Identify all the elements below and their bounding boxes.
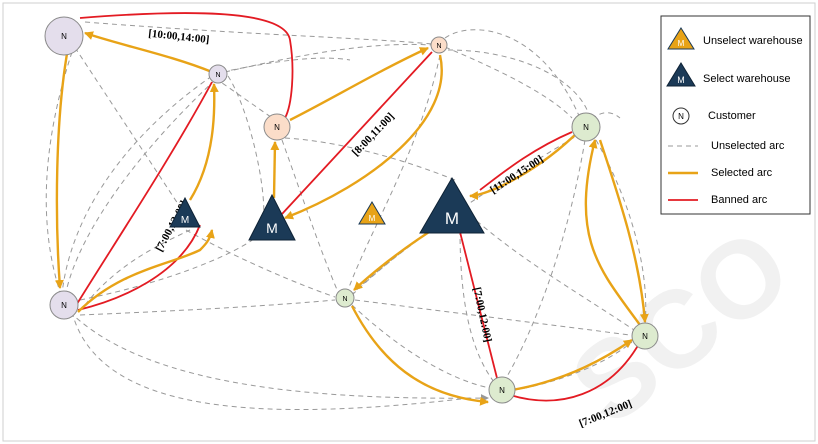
svg-text:M: M (181, 215, 189, 226)
unselected-arc (185, 229, 336, 298)
svg-text:M: M (266, 220, 278, 236)
unselected-arc (84, 229, 191, 306)
unselected-arc (224, 43, 433, 73)
svg-text:M: M (678, 39, 685, 48)
selected-arc (84, 31, 213, 74)
svg-text:N: N (215, 72, 220, 79)
selected-arc (284, 54, 443, 220)
svg-text:N: N (61, 32, 67, 41)
svg-text:N: N (274, 123, 280, 132)
banned-arc (77, 224, 201, 311)
selected-arc (270, 141, 280, 199)
selected-arc (350, 305, 489, 406)
banned-arc (509, 341, 641, 402)
selected-arc (598, 139, 649, 323)
unselected-arc (444, 46, 573, 119)
customer-node: N (263, 113, 291, 141)
legend-label: Customer (708, 110, 756, 122)
svg-text:N: N (61, 301, 67, 310)
selected-warehouse: M (419, 177, 485, 234)
banned-arc (79, 12, 294, 119)
customer-node: N (208, 64, 228, 84)
customer-node: N (49, 290, 79, 320)
svg-text:N: N (499, 386, 505, 395)
banned-arcs (71, 12, 641, 402)
selected-arc (511, 339, 633, 392)
legend-label: Selected arc (711, 167, 773, 179)
legend-item-select-warehouse: M Select warehouse (666, 62, 790, 87)
svg-text:M: M (369, 214, 376, 223)
selected-arc (469, 129, 581, 201)
svg-text:N: N (342, 296, 347, 303)
legend-item-selected-arc: Selected arc (668, 167, 773, 179)
unselected-arc (221, 57, 351, 73)
unselected-arc (281, 139, 339, 293)
unselected-arc (84, 21, 433, 45)
svg-text:M: M (677, 75, 685, 85)
selected-warehouse: M (169, 196, 201, 228)
legend-label: Banned arc (711, 194, 768, 206)
selected-arc (289, 46, 429, 122)
customer-node: N (631, 322, 659, 350)
unselected-arc (504, 139, 586, 381)
unselected-arc (284, 137, 456, 181)
selected-arc (77, 229, 215, 313)
legend-item-unselected-arc: Unselected arc (668, 140, 785, 152)
svg-text:N: N (642, 332, 648, 341)
selected-arc (188, 83, 219, 201)
banned-arc (71, 81, 213, 313)
svg-text:N: N (436, 43, 441, 50)
banned-arc (459, 231, 499, 383)
legend: M Unselect warehouse M Select warehouse … (660, 15, 811, 215)
unselected-arc (459, 229, 495, 383)
unselected-arc (444, 29, 581, 119)
unselected-arc (214, 77, 279, 123)
svg-text:N: N (678, 112, 684, 121)
customer-node: N (571, 112, 601, 142)
unselected-arc (354, 299, 631, 336)
selected-warehouse: M (248, 193, 296, 241)
legend-label: Unselect warehouse (703, 35, 803, 47)
unselected-warehouse-icon (667, 27, 695, 50)
unselected-arc (65, 79, 216, 293)
customer-icon (672, 107, 690, 125)
unselected-arc (351, 304, 491, 389)
banned-arc (281, 51, 433, 215)
unselected-arc (347, 54, 441, 291)
legend-item-unselect-warehouse: M Unselect warehouse (667, 27, 803, 50)
customer-node: N (335, 288, 355, 308)
customer-nodes: N N N N N N N N (44, 16, 659, 404)
svg-text:N: N (583, 123, 589, 132)
unselected-arc (61, 75, 213, 295)
customer-node: N (488, 376, 516, 404)
unselected-warehouse: M (358, 201, 386, 225)
legend-label: Unselected arc (711, 140, 785, 152)
legend-label: Select warehouse (703, 73, 790, 85)
selected-arc (584, 139, 641, 326)
unselected-arc (69, 311, 489, 403)
unselected-arc (595, 139, 647, 326)
legend-item-banned-arc: Banned arc (668, 194, 768, 206)
legend-item-customer: N Customer (672, 107, 756, 125)
customer-node: N (44, 16, 84, 56)
svg-text:M: M (445, 209, 459, 228)
customer-node: N (430, 36, 448, 54)
banned-arc (479, 131, 573, 191)
unselected-arc (69, 39, 183, 211)
selected-warehouse-icon (666, 62, 696, 87)
unselected-arc (349, 134, 579, 297)
selected-arc (54, 47, 70, 289)
